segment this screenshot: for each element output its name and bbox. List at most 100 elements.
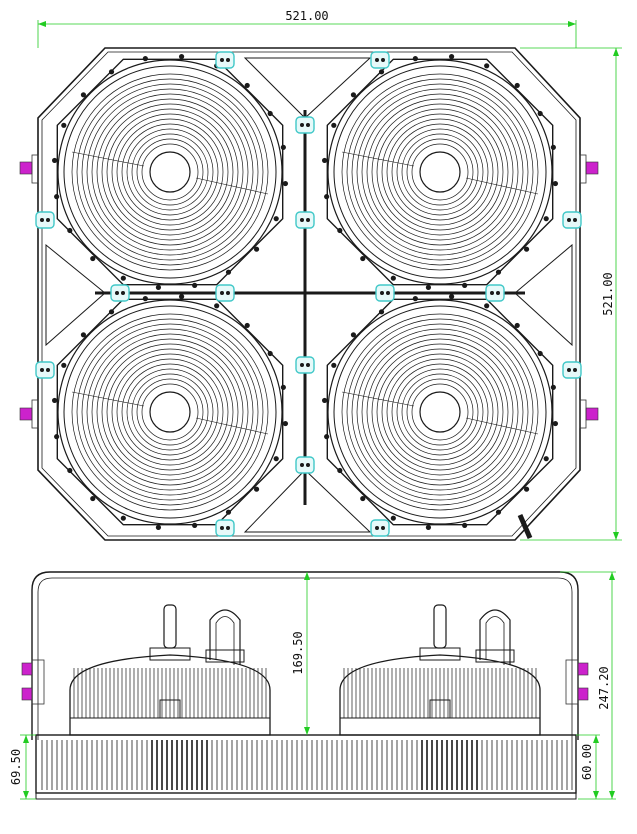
bolt-left-lower-plate bbox=[31, 399, 39, 429]
reflector-ring bbox=[111, 113, 229, 231]
reflector-ring bbox=[366, 98, 514, 246]
bezel-screw bbox=[321, 397, 328, 404]
bezel-screw bbox=[244, 322, 250, 329]
bracket-screw bbox=[40, 218, 44, 222]
bracket bbox=[370, 519, 390, 537]
bracket bbox=[215, 519, 235, 537]
reflector-ring bbox=[71, 313, 269, 511]
bracket-screw bbox=[573, 368, 577, 372]
bezel-screw bbox=[80, 332, 87, 338]
driver-cable bbox=[479, 609, 511, 665]
bracket-screw bbox=[380, 291, 384, 295]
reflector-ring bbox=[121, 123, 219, 221]
reflector-ring bbox=[361, 93, 519, 251]
driver-cable-inner bbox=[485, 616, 505, 665]
reflector-ring bbox=[411, 143, 469, 201]
bracket-screw bbox=[386, 291, 390, 295]
lamp-module-bottom-left bbox=[51, 293, 289, 531]
bezel-screw bbox=[273, 456, 279, 462]
bezel-screw bbox=[543, 456, 549, 462]
bezel-screw bbox=[67, 227, 73, 234]
bracket-screw bbox=[567, 218, 571, 222]
reflector-ring bbox=[361, 333, 519, 491]
bezel-screw bbox=[51, 397, 58, 404]
gusset-right bbox=[514, 243, 573, 347]
module-housing bbox=[56, 298, 284, 526]
bezel-screw bbox=[61, 122, 67, 128]
bezel-screw bbox=[495, 509, 502, 515]
bracket bbox=[370, 51, 390, 69]
bracket-screw bbox=[300, 463, 304, 467]
bezel-screw bbox=[331, 122, 337, 128]
dimension-side-mid: 169.50 bbox=[291, 572, 310, 735]
bezel-screw bbox=[90, 255, 96, 262]
reflector-ring bbox=[341, 313, 539, 511]
reflector-ring bbox=[366, 338, 514, 486]
bezel-screw bbox=[61, 362, 67, 368]
radial-line bbox=[71, 391, 145, 407]
driver-stem bbox=[433, 604, 447, 649]
bezel-screw bbox=[514, 322, 520, 329]
reflector-ring bbox=[141, 383, 199, 441]
bezel-screw bbox=[192, 282, 198, 288]
bezel-screw bbox=[537, 350, 543, 357]
module-bezel-inner bbox=[63, 65, 277, 279]
bracket bbox=[562, 361, 582, 379]
bezel-screw bbox=[142, 56, 148, 62]
driver-body bbox=[339, 654, 541, 736]
reflector-ring bbox=[86, 328, 254, 496]
radial-line bbox=[195, 417, 269, 435]
lens-center bbox=[419, 391, 461, 433]
bezel-screw bbox=[425, 284, 432, 291]
bracket-screw bbox=[381, 526, 385, 530]
bracket-screw bbox=[381, 58, 385, 62]
reflector-ring bbox=[376, 348, 504, 476]
reflector-ring bbox=[381, 113, 499, 231]
bezel-screw bbox=[80, 92, 87, 98]
bracket bbox=[215, 51, 235, 69]
bezel-screw bbox=[390, 275, 396, 281]
mounting-brackets bbox=[35, 51, 582, 537]
reflector-ring bbox=[71, 73, 269, 271]
bezel-screw bbox=[324, 434, 330, 440]
dimension-side-base-right: 60.00 bbox=[576, 734, 600, 799]
module-bezel bbox=[57, 59, 283, 285]
driver-connector bbox=[419, 647, 461, 661]
bezel-screw bbox=[214, 303, 220, 309]
reflector-ring bbox=[116, 118, 224, 226]
reflector-ring bbox=[96, 98, 244, 246]
bracket-screw bbox=[496, 291, 500, 295]
lens-center bbox=[419, 151, 461, 193]
reflector-ring bbox=[81, 323, 259, 501]
dimension-side-mid-label: 169.50 bbox=[291, 631, 305, 674]
bezel-screw bbox=[225, 509, 232, 515]
bezel-screw bbox=[267, 350, 273, 357]
dimension-side-base-left: 69.50 bbox=[9, 734, 36, 800]
bezel-screw bbox=[155, 284, 162, 291]
reflector-ring bbox=[396, 128, 484, 216]
bezel-screw bbox=[448, 293, 455, 300]
bezel-screw bbox=[244, 82, 250, 89]
reflector-ring bbox=[101, 103, 239, 241]
reflector-ring bbox=[91, 93, 249, 251]
bolt-left-upper bbox=[19, 161, 33, 175]
bezel-screw bbox=[484, 63, 490, 69]
reflector-ring bbox=[376, 108, 504, 236]
driver-body bbox=[69, 654, 271, 736]
reflector-ring bbox=[401, 373, 479, 451]
bezel-screw bbox=[90, 495, 96, 502]
bracket-screw bbox=[220, 526, 224, 530]
bezel-screw bbox=[192, 522, 198, 528]
radial-line bbox=[465, 417, 539, 435]
reflector-ring bbox=[356, 88, 524, 256]
bezel-screw bbox=[51, 157, 58, 164]
bezel-screw bbox=[282, 180, 289, 187]
bezel-screw bbox=[280, 384, 286, 390]
bezel-screw bbox=[552, 180, 559, 187]
bezel-screw bbox=[120, 515, 126, 521]
gusset-left bbox=[45, 243, 106, 347]
reflector-ring bbox=[96, 338, 244, 486]
bezel-screw bbox=[337, 467, 343, 474]
cable-gland bbox=[475, 649, 515, 663]
bracket-screw bbox=[573, 218, 577, 222]
